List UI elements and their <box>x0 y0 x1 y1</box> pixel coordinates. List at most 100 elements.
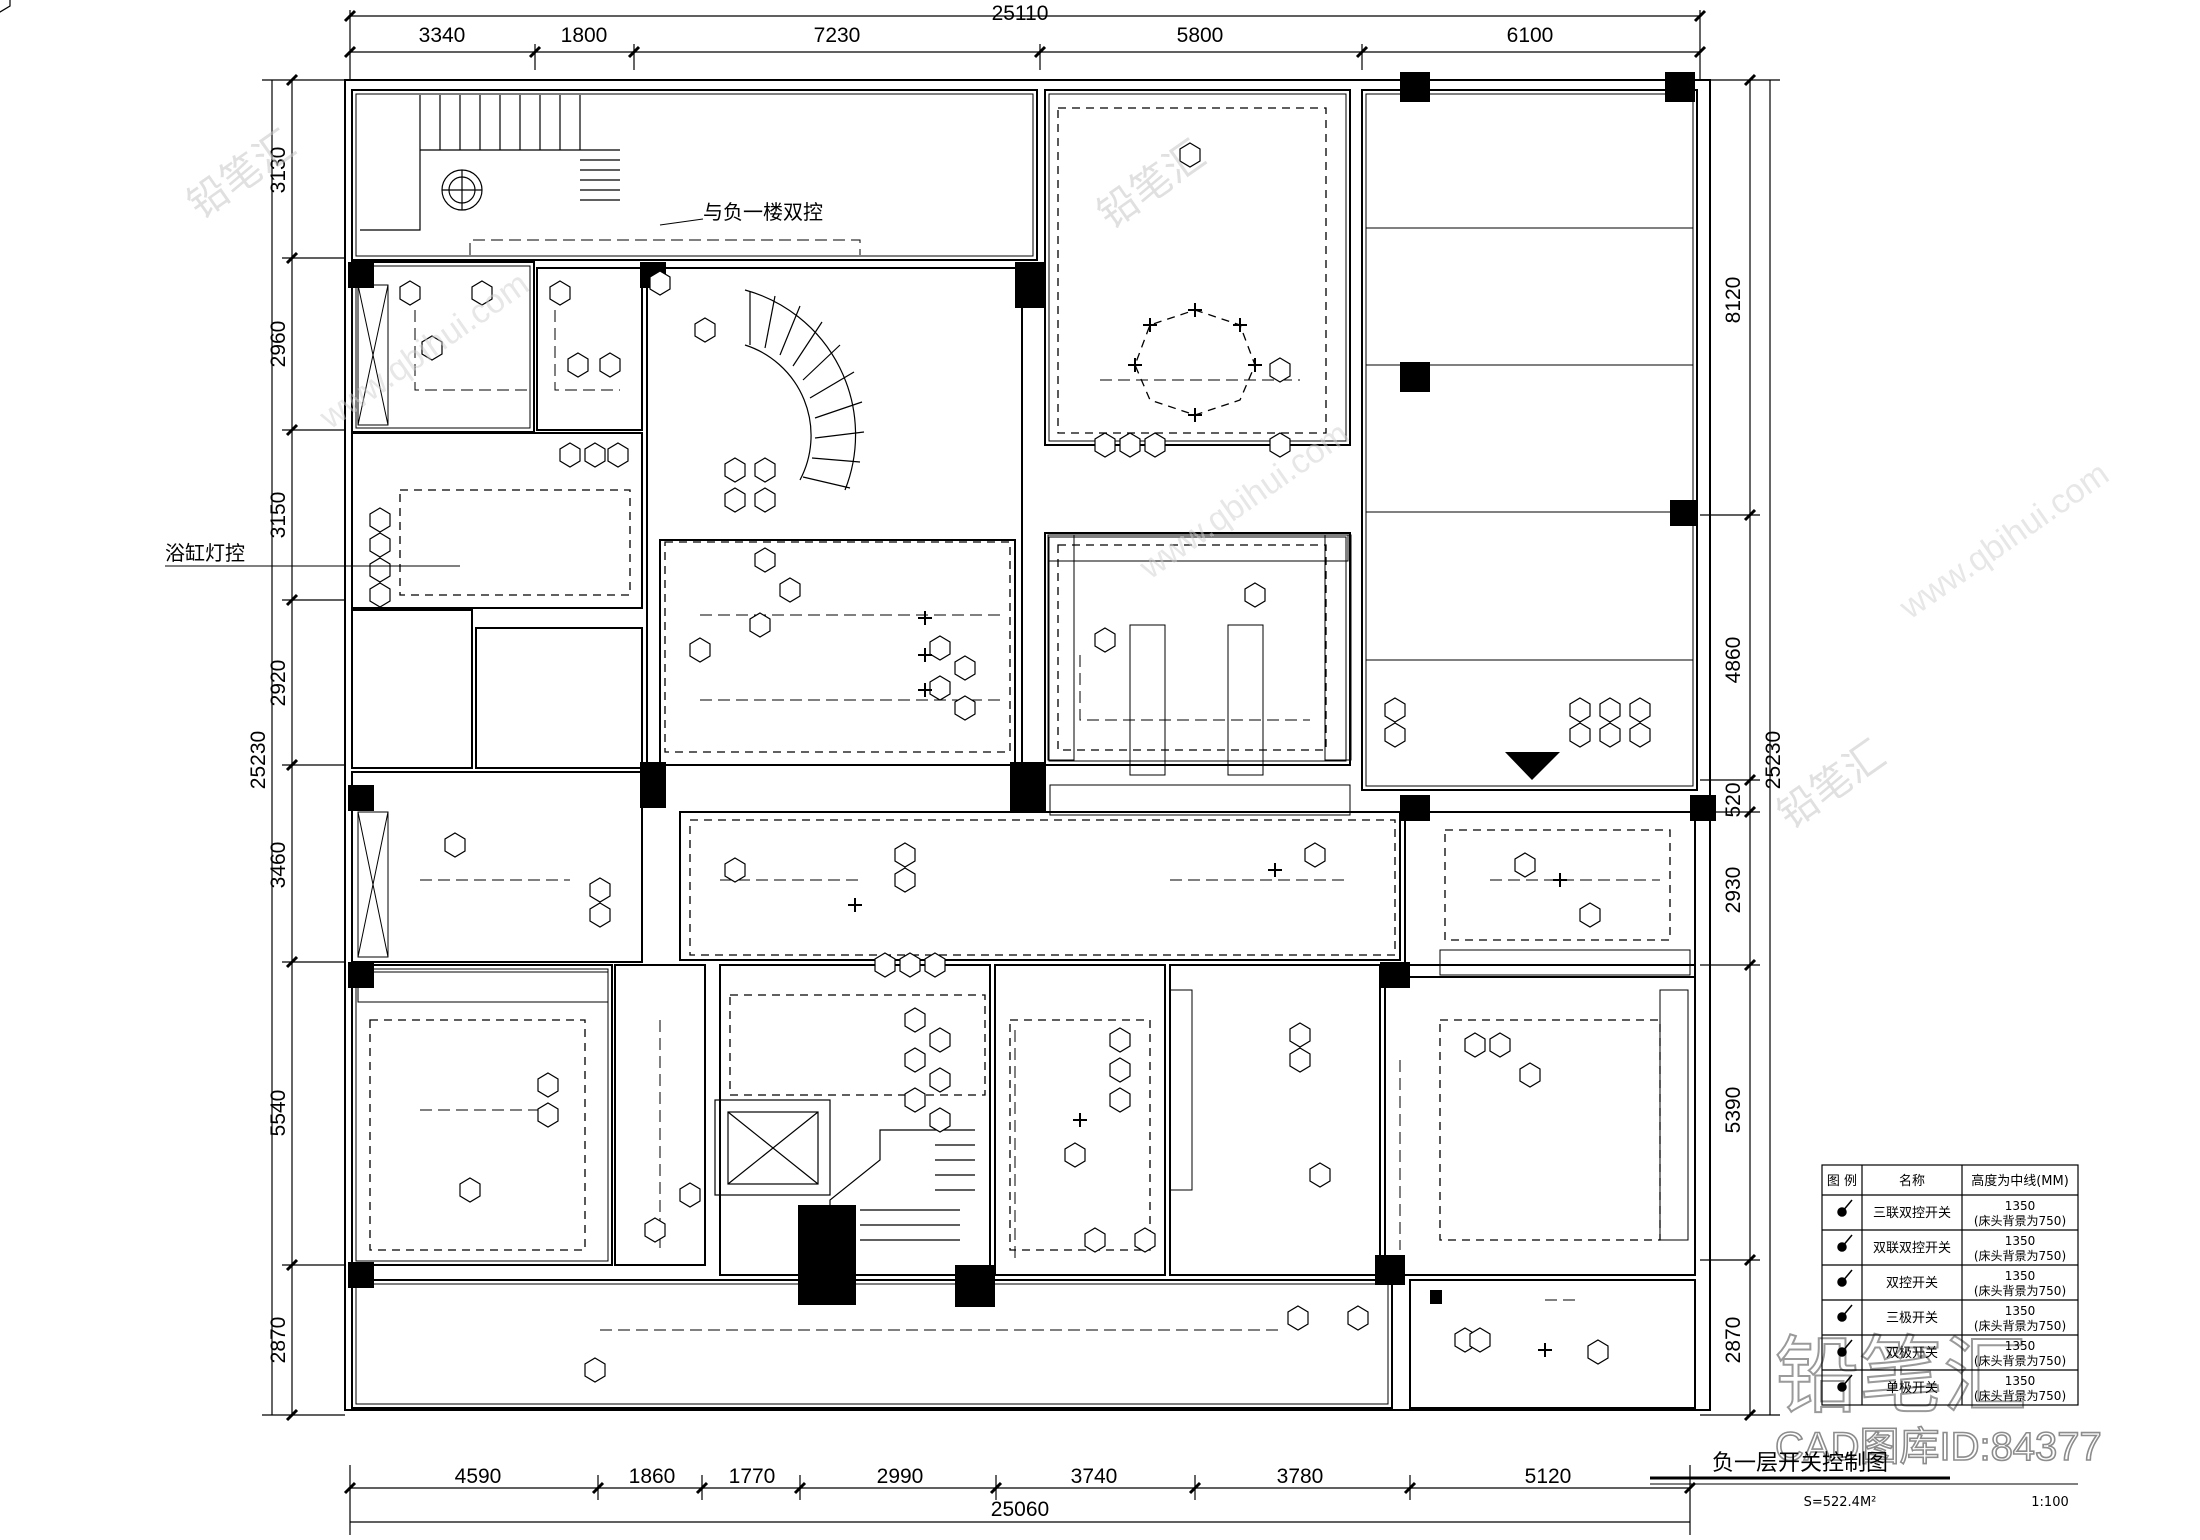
legend-height: 1350 <box>2005 1234 2036 1248</box>
left-dim-1: 3130 <box>267 147 290 194</box>
legend-name: 三极开关 <box>1886 1311 1938 1326</box>
light-fixture <box>1143 318 1157 332</box>
top-dimension-chain <box>343 9 1707 80</box>
spiral-staircase <box>744 289 865 491</box>
double-control-leader <box>659 218 704 226</box>
top-dim-2: 1800 <box>561 24 608 47</box>
switch-symbol <box>689 637 711 663</box>
left-dim-2: 2960 <box>267 321 290 368</box>
drawing-title: 负一层开关控制图 <box>1712 1451 1888 1476</box>
legend-height: 1350 <box>2005 1269 2036 1283</box>
switch-symbol <box>749 612 771 638</box>
switch-symbol <box>369 557 391 583</box>
switch-symbol <box>537 1102 559 1128</box>
switch-symbol <box>567 352 589 378</box>
switch-symbol <box>584 442 606 468</box>
switch-symbol <box>471 280 493 306</box>
area-label: S=522.4M² <box>1804 1495 1877 1510</box>
legend-height-note: (床头背景为750) <box>1974 1354 2066 1368</box>
elevator-and-stair <box>714 1099 975 1260</box>
switch-symbol <box>1287 1305 1309 1331</box>
switch-wiring <box>414 239 1660 1331</box>
top-dim-total: 25110 <box>992 2 1049 25</box>
switch-symbol <box>599 352 621 378</box>
building-walls <box>344 79 1711 1411</box>
light-fixture <box>918 611 932 625</box>
top-dim-4: 5800 <box>1177 24 1224 47</box>
bottom-dim-1: 4590 <box>455 1465 502 1488</box>
legend-height-note: (床头背景为750) <box>1974 1214 2066 1228</box>
switch-symbol <box>779 577 801 603</box>
switch-symbol <box>549 280 571 306</box>
bottom-dimension-chain <box>343 1465 1697 1535</box>
legend-name: 三联双控开关 <box>1873 1206 1951 1221</box>
light-fixture <box>1233 318 1247 332</box>
top-dim-3: 7230 <box>814 24 861 47</box>
legend-height: 1350 <box>2005 1199 2036 1213</box>
switch-symbol <box>369 582 391 608</box>
watermark-big-brand: 铅笔汇 <box>1775 1327 2027 1425</box>
switch-symbol <box>1629 697 1651 723</box>
switch-symbol <box>724 487 746 513</box>
bottom-dim-total: 25060 <box>991 1498 1049 1521</box>
switch-symbol <box>929 675 951 701</box>
bathtub-light-note: 浴缸灯控 <box>165 541 245 565</box>
legend-header-symbol: 图 例 <box>1827 1174 1857 1189</box>
switch-symbol <box>1464 1032 1486 1058</box>
switch-symbol <box>929 1107 951 1133</box>
switch-symbol <box>1514 852 1536 878</box>
legend-header-height: 高度为中线(MM) <box>1971 1173 2069 1189</box>
legend-name: 单极开关 <box>1886 1381 1938 1396</box>
switch-symbol <box>444 832 466 858</box>
light-fixture <box>1538 1343 1552 1357</box>
switch-symbol <box>1579 902 1601 928</box>
right-dim-4: 2930 <box>1722 867 1745 914</box>
switch-symbol <box>1134 1227 1156 1253</box>
right-dim-3: 520 <box>1722 782 1745 817</box>
switch-symbol <box>1084 1227 1106 1253</box>
legend-name: 双极开关 <box>1886 1346 1938 1361</box>
left-dim-total: 25230 <box>247 731 270 789</box>
switch-symbol <box>607 442 629 468</box>
inner-wall-lines <box>355 93 1694 1405</box>
switch-symbol <box>679 1182 701 1208</box>
switch-symbol <box>1489 1032 1511 1058</box>
legend-table <box>1821 1164 2079 1406</box>
legend-symbols <box>1837 1199 1853 1392</box>
switch-symbol <box>929 635 951 661</box>
switch-symbol <box>1599 697 1621 723</box>
right-dim-2: 4860 <box>1722 637 1745 684</box>
structural-columns <box>348 72 1716 1307</box>
switch-symbol <box>1109 1087 1131 1113</box>
switch-symbol <box>1599 722 1621 748</box>
watermark-cad-id: CAD图库ID:84377 <box>1775 1425 2102 1469</box>
scale-label: 1:100 <box>2031 1495 2068 1510</box>
switch-symbol <box>1347 1305 1369 1331</box>
right-dim-1: 8120 <box>1722 277 1745 324</box>
light-fixture <box>1128 358 1142 372</box>
switch-symbol <box>929 1067 951 1093</box>
light-fixture <box>1268 863 1282 877</box>
light-fixture <box>1073 1113 1087 1127</box>
legend-row: 双控开关 1350 (床头背景为750) <box>1886 1269 2066 1298</box>
switch-symbol <box>1094 432 1116 458</box>
legend-row: 三联双控开关 1350 (床头背景为750) <box>1873 1199 2066 1228</box>
switch-symbol <box>1144 432 1166 458</box>
switch-symbol <box>1109 1027 1131 1053</box>
legend-name: 双联双控开关 <box>1873 1241 1951 1256</box>
bottom-dim-6: 3780 <box>1277 1465 1324 1488</box>
switch-symbol <box>369 532 391 558</box>
switch-symbol <box>894 842 916 868</box>
watermark-layer: 铅笔汇 www.qbihui.com 铅笔汇 www.qbihui.com 铅笔… <box>179 122 2115 839</box>
switch-symbol <box>1569 722 1591 748</box>
switch-symbol <box>589 902 611 928</box>
switch-symbol <box>1064 1142 1086 1168</box>
watermark-url: www.qbihui.com <box>1892 455 2116 628</box>
bottom-dim-2: 1860 <box>629 1465 676 1488</box>
bottom-dim-5: 3740 <box>1071 1465 1118 1488</box>
switch-symbol <box>754 547 776 573</box>
top-left-staircase <box>360 95 620 231</box>
switch-symbol <box>899 952 921 978</box>
right-dim-6: 2870 <box>1722 1317 1745 1364</box>
top-dim-5: 6100 <box>1507 24 1554 47</box>
